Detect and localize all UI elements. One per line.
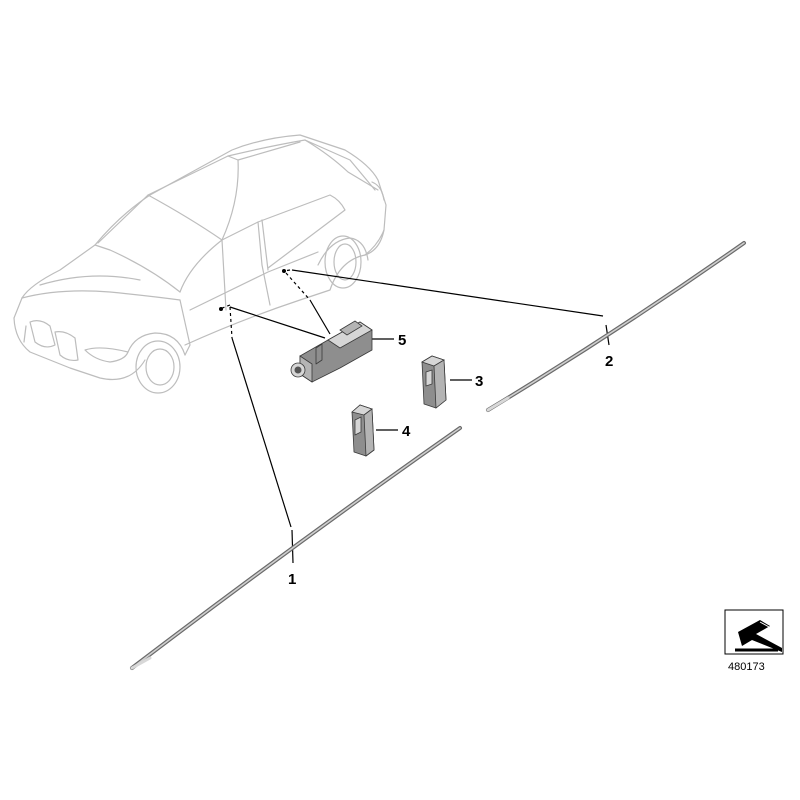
car-illustration	[13, 134, 387, 394]
callout-1: 1	[288, 571, 296, 588]
plug-part-4	[351, 404, 375, 457]
callout-2: 2	[605, 353, 613, 370]
arrow-pointing-down-left-icon	[735, 620, 782, 652]
callout-3: 3	[475, 373, 483, 390]
reference-box	[724, 609, 784, 655]
trim-strip-1	[130, 426, 462, 670]
plug-part-3	[421, 355, 447, 409]
trim-strip-2	[486, 241, 746, 412]
connector-part-5	[290, 320, 373, 383]
leader-lines	[219, 269, 610, 564]
callout-4: 4	[402, 423, 411, 440]
callout-5: 5	[398, 332, 406, 349]
reference-number: 480173	[728, 661, 765, 673]
